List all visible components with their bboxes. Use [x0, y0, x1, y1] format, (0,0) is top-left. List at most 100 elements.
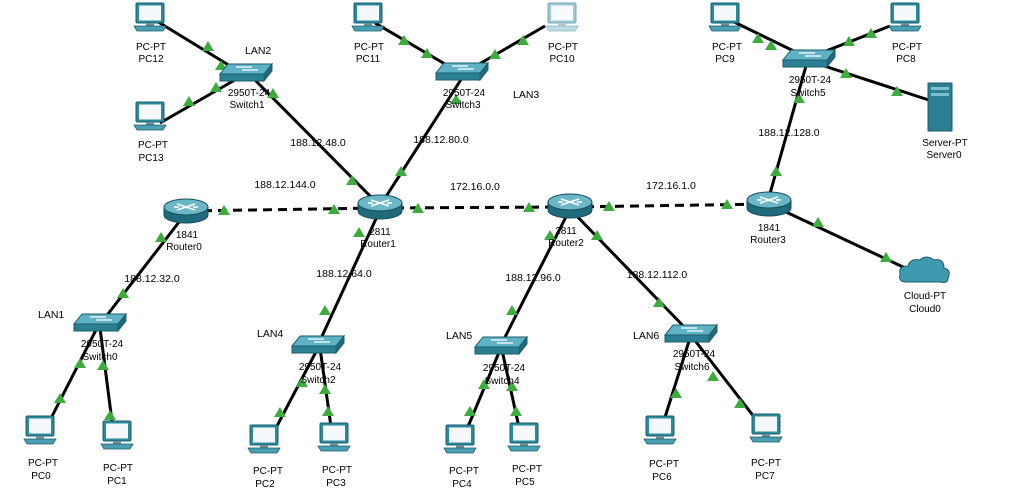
device-name-label: PC13: [138, 153, 163, 164]
link-up-marker: [117, 288, 129, 298]
router3[interactable]: 1841 Router3: [746, 191, 792, 246]
link-switch5-router3: [765, 65, 808, 205]
device-model-label: Server-PT: [922, 138, 968, 149]
device-name-label: PC11: [356, 54, 381, 65]
device-name-label: PC1: [107, 476, 127, 487]
link-up-marker: [603, 201, 615, 211]
server-icon: [927, 82, 953, 132]
device-model-label: 2950T-24: [81, 339, 124, 350]
link-up-marker: [346, 175, 358, 185]
link-router0-switch0: [99, 212, 188, 324]
switch6[interactable]: 2950T-24 Switch6: [664, 324, 718, 373]
link-up-marker: [865, 28, 877, 38]
pc-monitor-icon: [100, 420, 134, 450]
link-switch5-server0: [811, 60, 939, 105]
switch2[interactable]: 2950T-24 Switch2: [291, 335, 345, 386]
link-up-marker: [218, 205, 230, 215]
device-model-label: Cloud-PT: [904, 291, 946, 302]
pc-monitor-icon: [351, 2, 385, 32]
link-up-marker: [97, 360, 109, 370]
switch5[interactable]: 2950T-24 Switch5: [782, 49, 836, 99]
pc4[interactable]: PC-PT PC4: [443, 424, 479, 490]
pc6[interactable]: PC-PT PC6: [643, 415, 679, 483]
link-up-marker: [319, 305, 331, 315]
device-model-label: PC-PT: [253, 466, 283, 477]
router0[interactable]: 1841 Router0: [163, 198, 209, 253]
pc-monitor-icon: [643, 415, 677, 445]
link-up-marker: [812, 217, 824, 227]
link-router1-switch2: [316, 209, 382, 346]
device-model-label: PC-PT: [751, 458, 781, 469]
server0[interactable]: Server-PT Server0: [922, 82, 968, 161]
link-up-marker: [510, 406, 522, 416]
switch-icon: [219, 63, 273, 82]
link-up-marker: [464, 406, 476, 416]
switch-icon: [73, 313, 127, 332]
pc-monitor-icon: [443, 424, 477, 454]
switch0[interactable]: 2950T-24 Switch0: [73, 313, 127, 363]
device-name-label: Switch1: [229, 100, 264, 111]
switch4[interactable]: 2950T-24 Switch4: [474, 336, 528, 387]
pc7[interactable]: PC-PT PC7: [749, 413, 783, 482]
cloud0[interactable]: Cloud-PT Cloud0: [899, 256, 950, 315]
link-up-marker: [707, 371, 719, 381]
device-name-label: PC8: [896, 54, 916, 65]
router-icon: [746, 191, 792, 217]
device-model-label: 2811: [555, 226, 577, 237]
pc11[interactable]: PC-PT PC11: [351, 2, 385, 65]
link-up-marker: [891, 86, 903, 96]
device-name-label: Switch0: [82, 352, 117, 363]
pc0[interactable]: PC-PT PC0: [23, 415, 58, 482]
device-name-label: Router3: [750, 235, 786, 246]
link-up-marker: [544, 230, 556, 240]
pc10[interactable]: PC-PT PC10: [545, 2, 579, 65]
router1[interactable]: 2811 Router1: [357, 194, 403, 250]
device-name-label: Cloud0: [909, 304, 941, 315]
pc5[interactable]: PC-PT PC5: [507, 422, 542, 488]
network-label: 188.12.112.0: [627, 269, 688, 281]
link-up-marker: [880, 252, 892, 262]
pc-monitor-icon: [749, 413, 783, 443]
pc13[interactable]: PC-PT PC13: [133, 101, 168, 164]
pc12[interactable]: PC-PT PC12: [133, 2, 167, 65]
pc2[interactable]: PC-PT PC2: [247, 424, 283, 490]
device-name-label: Switch3: [445, 100, 480, 111]
link-up-marker: [155, 232, 167, 242]
device-name-label: Server0: [926, 150, 961, 161]
device-model-label: PC-PT: [103, 463, 133, 474]
device-model-label: PC-PT: [649, 459, 679, 470]
link-up-marker: [319, 384, 331, 394]
device-model-label: 2950T-24: [789, 75, 832, 86]
switch3[interactable]: 2950T-24 Switch3: [435, 62, 489, 111]
switch1[interactable]: 2950T-24 Switch1: [219, 63, 273, 111]
device-name-label: PC3: [326, 478, 346, 489]
device-model-label: 2811: [369, 227, 391, 238]
wan-links: [187, 202, 770, 213]
pc-monitor-icon: [133, 101, 167, 131]
device-name-label: Switch4: [484, 376, 519, 387]
router-icon: [357, 194, 403, 220]
device-model-label: PC-PT: [322, 465, 352, 476]
link-up-marker: [104, 410, 116, 420]
pc9[interactable]: PC-PT PC9: [708, 2, 742, 65]
router-icon: [547, 193, 593, 219]
device-model-label: 2950T-24: [299, 362, 342, 373]
device-name-label: PC10: [549, 54, 574, 65]
link-up-marker: [517, 35, 529, 45]
pc-monitor-icon: [888, 2, 922, 32]
router2[interactable]: 2811 Router2: [547, 193, 593, 249]
pc3[interactable]: PC-PT PC3: [317, 422, 352, 489]
device-name-label: Router1: [360, 239, 396, 250]
pc8[interactable]: PC-PT PC8: [888, 2, 922, 65]
link-up-marker: [398, 35, 410, 45]
link-up-marker: [202, 41, 214, 51]
pc-monitor-icon: [247, 424, 281, 454]
device-model-label: PC-PT: [354, 42, 384, 53]
device-model-label: 2950T-24: [483, 363, 526, 374]
network-label: 188.12.96.0: [505, 272, 561, 284]
link-switch1-router1: [253, 78, 382, 208]
link-up-marker: [322, 406, 334, 416]
pc1[interactable]: PC-PT PC1: [100, 420, 134, 487]
link-up-marker: [183, 96, 195, 106]
link-up-marker: [353, 227, 365, 237]
